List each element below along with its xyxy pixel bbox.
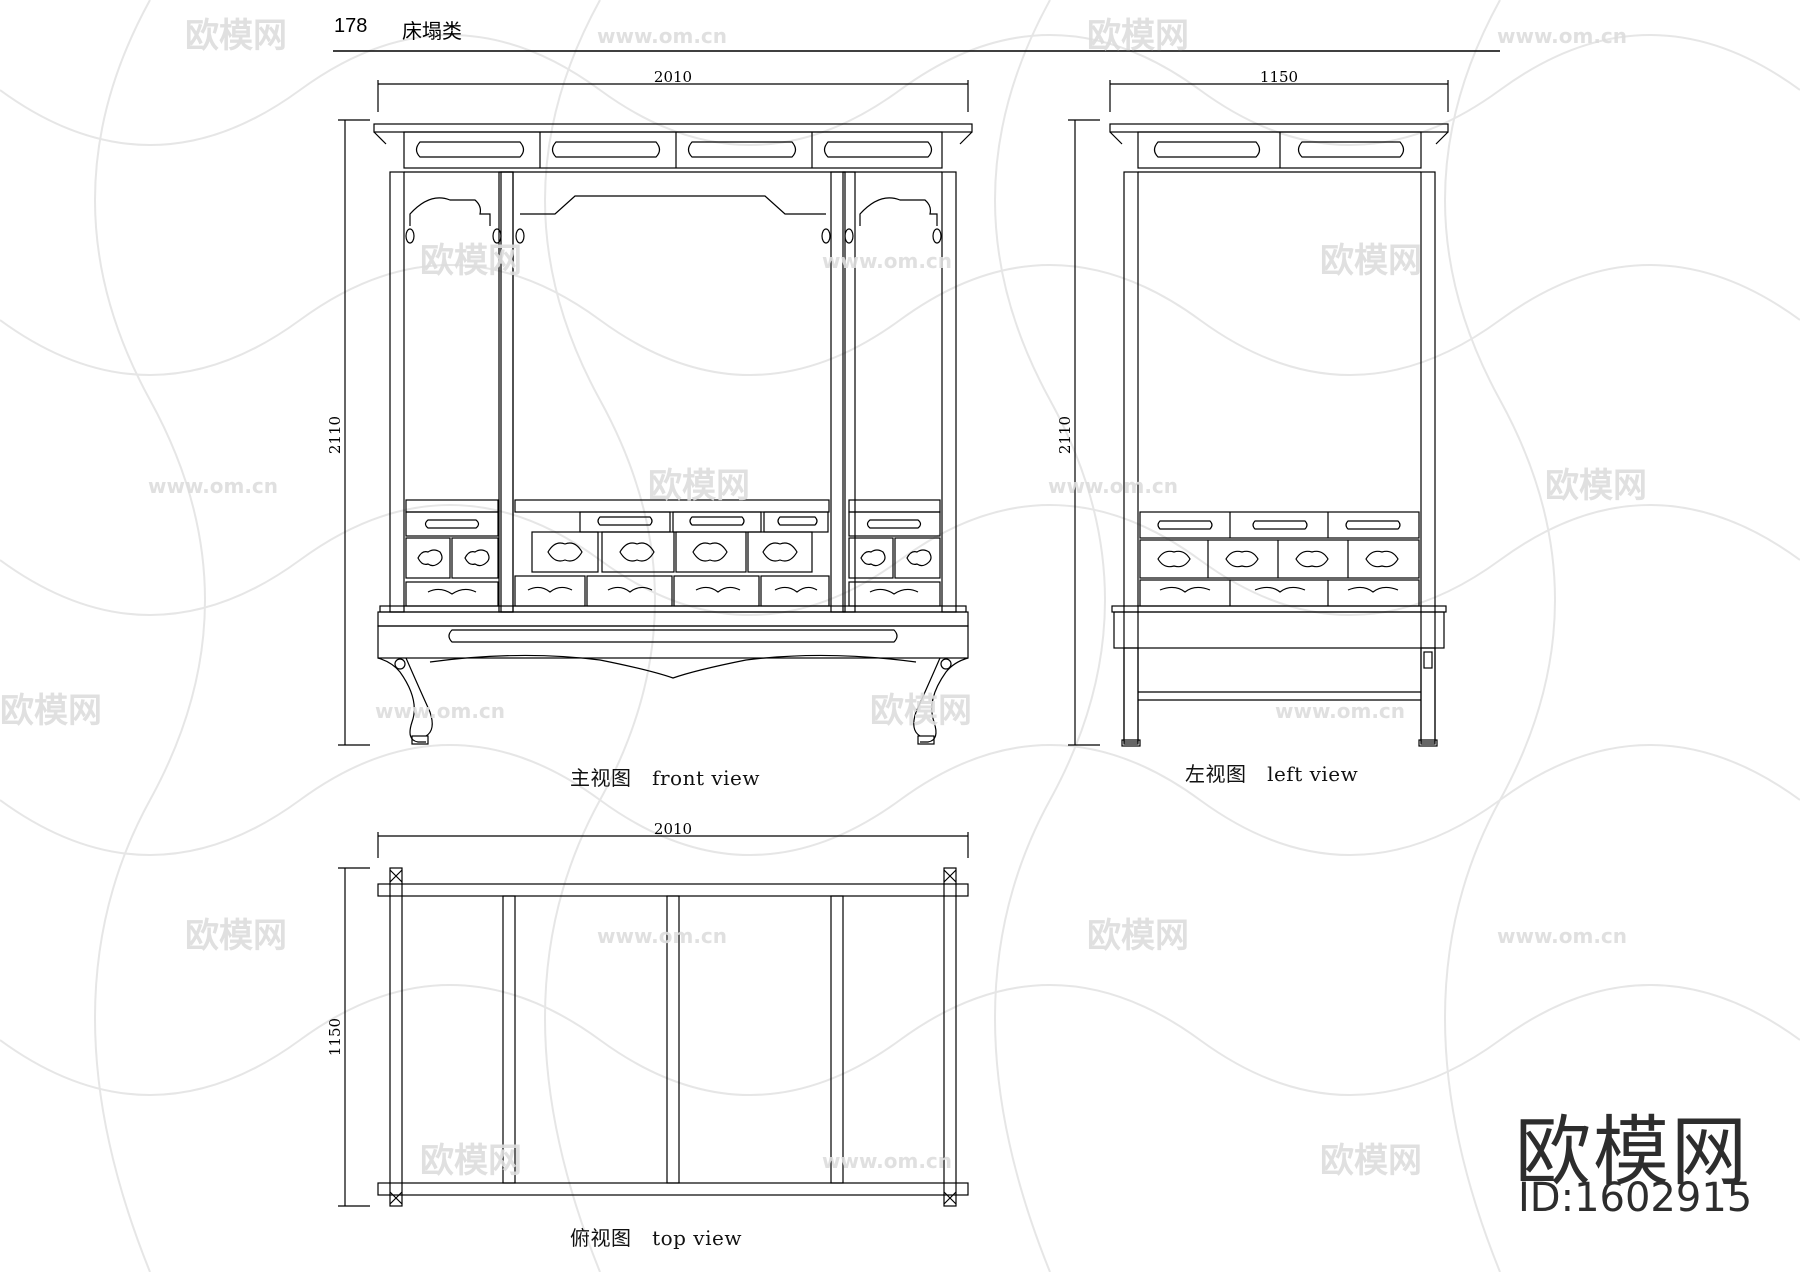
front-view-drawing <box>338 80 973 746</box>
watermark-brand: 欧模网 <box>1320 1141 1422 1181</box>
watermark-brand: 欧模网 <box>1545 466 1647 506</box>
watermark-brand: 欧模网 <box>0 691 102 731</box>
left-view-caption: 左视图 left view <box>1185 762 1359 786</box>
watermark-brand: 欧模网 <box>1087 916 1189 956</box>
top-width-dim: 2010 <box>654 820 692 838</box>
watermark-brand: 欧模网 <box>420 1141 522 1181</box>
watermark-brand: 欧模网 <box>1320 241 1422 281</box>
watermark-domain: www.om.cn <box>375 699 505 723</box>
watermark-brand: 欧模网 <box>185 916 287 956</box>
watermark-domain: www.om.cn <box>597 24 727 48</box>
watermark-brand: 欧模网 <box>185 16 287 56</box>
watermark-domain: www.om.cn <box>148 474 278 498</box>
watermark-texts: 欧模网 www.om.cn 欧模网 www.om.cn 欧模网 www.om.c… <box>0 16 1647 1181</box>
watermark-domain: www.om.cn <box>1275 699 1405 723</box>
watermark-domain: www.om.cn <box>822 1149 952 1173</box>
category-title: 床塌类 <box>402 21 462 43</box>
left-height-dim: 2110 <box>1056 416 1074 454</box>
watermark-domain: www.om.cn <box>822 249 952 273</box>
watermark-domain: www.om.cn <box>1048 474 1178 498</box>
watermark-domain: www.om.cn <box>597 924 727 948</box>
watermark-brand: 欧模网 <box>870 691 972 731</box>
left-width-dim: 1150 <box>1260 68 1298 86</box>
watermark-brand: 欧模网 <box>1087 16 1189 56</box>
id-label: ID:1602915 <box>1518 1175 1753 1221</box>
watermark-domain: www.om.cn <box>1497 924 1627 948</box>
page-number: 178 <box>334 15 368 37</box>
front-width-dim: 2010 <box>654 68 692 86</box>
top-view-drawing <box>338 832 969 1207</box>
watermark-brand: 欧模网 <box>420 241 522 281</box>
front-view-caption: 主视图 front view <box>570 766 761 790</box>
top-view-caption: 俯视图 top view <box>570 1226 742 1250</box>
left-view-drawing <box>1068 80 1449 747</box>
top-height-dim: 1150 <box>326 1018 344 1056</box>
brand-logo-text: 欧模网 <box>1515 1107 1749 1196</box>
watermark-brand: 欧模网 <box>648 466 750 506</box>
front-height-dim: 2110 <box>326 416 344 454</box>
watermark-domain: www.om.cn <box>1497 24 1627 48</box>
